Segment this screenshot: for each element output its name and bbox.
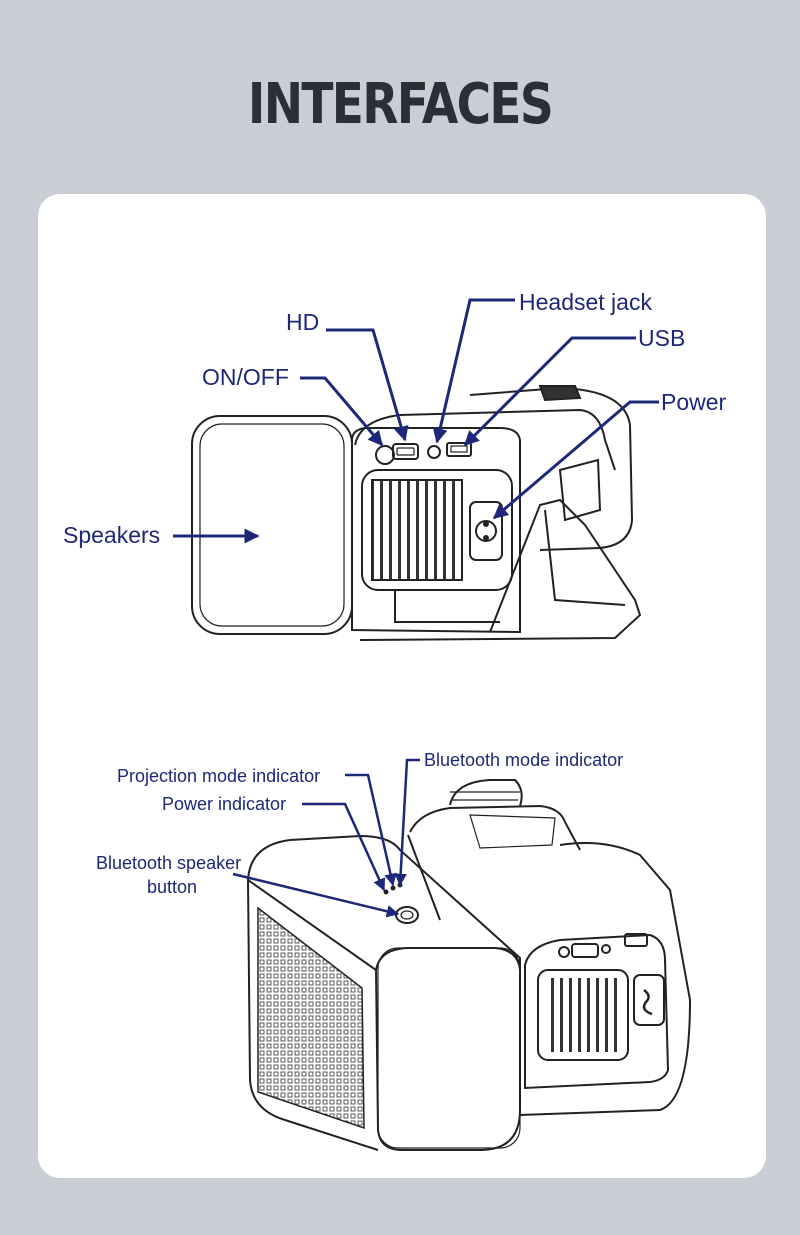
rear-view-callouts: [173, 298, 659, 544]
diagram-card: HD Headset jack USB ON/OFF Power Speaker…: [38, 194, 766, 1178]
usb-leader: [463, 336, 636, 447]
proj-mode-leader: [345, 773, 397, 887]
power-indicator-label: Power indicator: [162, 794, 286, 814]
bt-mode-leader: [394, 758, 420, 887]
top-view-drawing: [246, 779, 692, 1151]
on-off-leader: [300, 376, 384, 447]
bt-speaker-button-label-line1: Bluetooth speaker: [96, 853, 241, 873]
bt-speaker-button-label-line2: button: [147, 877, 197, 897]
hd-port: [392, 443, 419, 460]
hd-label: HD: [286, 309, 319, 335]
bt-speaker-button: [395, 906, 419, 924]
on-off-label: ON/OFF: [202, 364, 289, 390]
headset-leader: [432, 298, 515, 444]
interfaces-diagram: HD Headset jack USB ON/OFF Power Speaker…: [63, 289, 727, 1151]
usb-label: USB: [638, 325, 685, 351]
hd-leader: [326, 328, 409, 442]
bt-mode-indicator-label: Bluetooth mode indicator: [424, 750, 623, 770]
bt-button-leader: [232, 872, 400, 918]
power-label: Power: [661, 389, 727, 415]
top-view-callouts: [232, 758, 420, 918]
page-title: INTERFACES: [247, 72, 554, 137]
headset-jack-label: Headset jack: [519, 289, 652, 315]
power-socket: [469, 501, 503, 561]
proj-mode-indicator-label: Projection mode indicator: [117, 766, 320, 786]
power-indicator-leader: [302, 802, 386, 892]
power-leader: [492, 400, 659, 520]
headset-jack: [427, 445, 441, 459]
speaker-panel: [191, 415, 353, 635]
usb-port: [446, 442, 472, 457]
speakers-label: Speakers: [63, 522, 160, 548]
rear-view-drawing: [191, 385, 642, 641]
on-off-button: [375, 445, 395, 465]
